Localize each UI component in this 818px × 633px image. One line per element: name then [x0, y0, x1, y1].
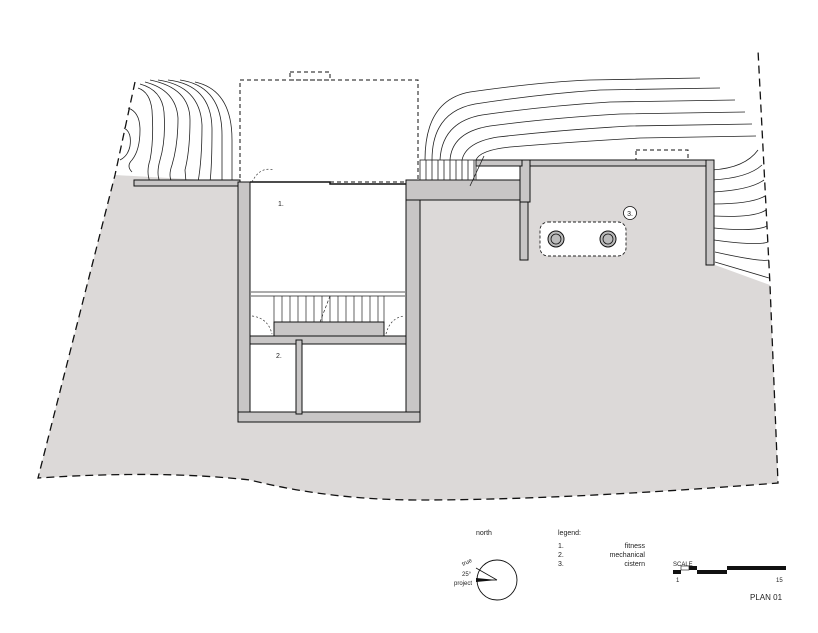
legend-number-1: 1.: [558, 543, 564, 550]
scale-end: 15: [776, 578, 783, 584]
fitness-top-edge: [250, 181, 406, 185]
scale-start: 1: [676, 578, 680, 584]
contour-lines-left: [119, 79, 233, 183]
scale-label: SCALE: [673, 562, 693, 568]
contour-lines-right: [424, 77, 770, 279]
legend-label-3: cistern: [624, 561, 645, 568]
plan-title: PLAN 01: [750, 593, 783, 602]
interior-stair: [251, 291, 405, 323]
exterior-stair: [419, 155, 485, 187]
legend-items: 1. fitness 2. mechanical 3. cistern: [558, 543, 645, 568]
north-project-label: project: [454, 581, 472, 587]
room-label-fitness: 1.: [278, 201, 284, 208]
walls: [133, 159, 715, 423]
scale-bar: [673, 565, 786, 574]
room-label-cistern: 3.: [627, 211, 633, 218]
legend-number-3: 3.: [558, 561, 564, 568]
door-swings: [251, 168, 405, 335]
legend-heading: legend:: [558, 530, 581, 537]
north-arrow: [475, 559, 518, 601]
room-label-circle: [623, 206, 637, 220]
legend-label-1: fitness: [625, 543, 646, 550]
cistern-tank: [539, 221, 627, 257]
north-true-label: true: [461, 558, 474, 568]
legend-number-2: 2.: [558, 552, 564, 559]
north-angle-label: 25°: [462, 572, 472, 578]
north-heading: north: [476, 530, 492, 537]
rooms-interior: [251, 186, 405, 411]
site-boundary: [37, 49, 779, 501]
legend-label-2: mechanical: [610, 552, 646, 559]
room-label-mechanical: 2.: [276, 353, 282, 360]
